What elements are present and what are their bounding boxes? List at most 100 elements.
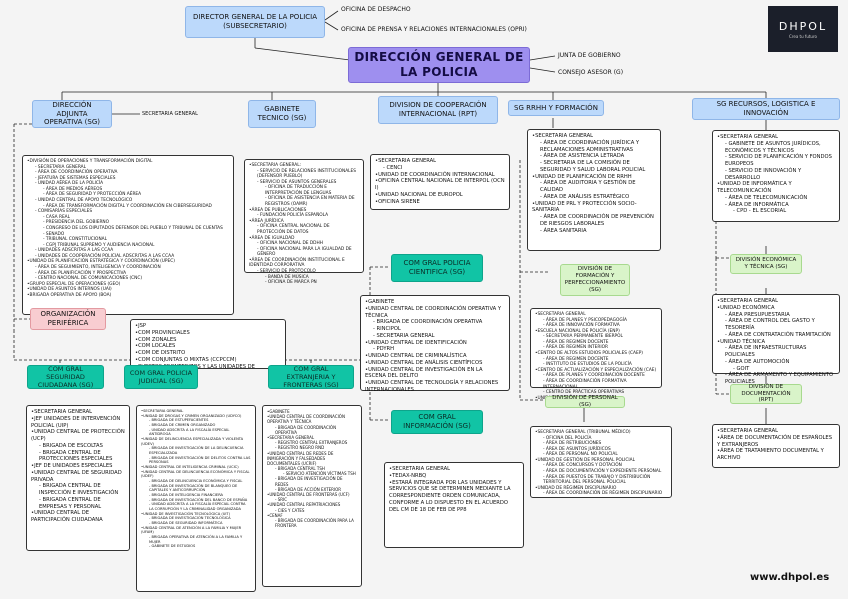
cientifica-item: UNIDAD CENTRAL DE IDENTIFICACIÓN <box>365 340 505 347</box>
dao-item: GRUPO ESPECIAL DE OPERACIONES (GEO) <box>27 282 229 288</box>
dao-header: DIRECCIÓN ADJUNTA OPERATIVA (SG) <box>32 100 112 128</box>
ciudadana-list: SECRETARIA GENERALJEF UNIDADES DE INTERV… <box>26 405 130 551</box>
periferica-list: JSPCOM PROVINCIALESCOM ZONALESCOM LOCALE… <box>130 319 286 376</box>
consejo-asesor-label: CONSEJO ASESOR (G) <box>558 69 624 76</box>
extranjeria-item: BRIGADA DE INVESTIGACIÓN DE REDES <box>267 476 357 486</box>
logistica-header: SG RECURSOS, LOGISTICA E INNOVACIÓN <box>692 98 840 120</box>
formacion-item: ÁREA DE REGIMEN INTERIOR <box>535 345 657 351</box>
main-title: DIRECCIÓN GENERAL DE LA POLICIA <box>354 50 524 79</box>
personal-item: ÁREA DE PUESTOS DE TRABAJO Y DISTRIBUCIÓ… <box>535 475 667 486</box>
documentacion-item: SECRETARIA GENERAL <box>717 428 835 435</box>
logistica-item: SECRETARIA GENERAL <box>717 134 835 141</box>
website-label: www.dhpol.es <box>750 572 830 583</box>
judicial-item: BRIGADA DE INVESTIGACIÓN DE LA DELINCUEN… <box>141 446 251 455</box>
cientifica-item: SECRETARIA GENERAL <box>365 333 505 340</box>
judicial-item: BRIGADA DE INVESTIGACIÓN DE DELITOS CONT… <box>141 456 251 465</box>
gabinete-item: OFICINA NACIONAL PARA LA IGUALDAD DE GÉN… <box>249 247 359 258</box>
formacion-item: ÁREA DE REGIMEN DOCENTE <box>535 357 657 363</box>
formacion-item: CENTRO DE ACTUALIZACIÓN Y ESPECIALIZACIÓ… <box>535 368 657 374</box>
judicial-item: UNIDAD CENTRAL DE ATENCIÓN A LA FAMILIA … <box>141 526 251 535</box>
periferica-item: COM ZONALES <box>135 337 281 344</box>
extranjeria-header: COM GRAL EXTRANJERIA Y FRONTERAS (SG) <box>268 365 354 389</box>
judicial-item: BRIGADA DE CRIMEN ORGANIZADO <box>141 423 251 428</box>
judicial-header: COM GRAL POLICIA JUDICIAL (SG) <box>124 365 198 389</box>
formacion-item: SECRETARIA PERMANENTE IBERPOL <box>535 334 657 340</box>
extranjeria-item: UNIDAD CENTRAL DE COORDINACIÓN OPERATIVA… <box>267 414 357 424</box>
formacion-item: ÁREA DE PLANES Y PSICOPEDAGOGÍA <box>535 318 657 324</box>
judicial-list: SECRETARIA GENERALUNIDAD DE DROGAS Y CRI… <box>136 405 256 592</box>
dao-list: DIVISIÓN DE OPERACIONES Y TRANSFORMACIÓN… <box>22 155 234 315</box>
formacion-item: ÁREA DE COORDINACIÓN FORMATIVA INTERNACI… <box>535 379 657 390</box>
personal-item: SECRETARIA GENERAL (TRIBUNAL MÉDICO) <box>535 430 667 436</box>
cientifica-item: UNIDAD CENTRAL DE ANÁLISIS CIENTÍFICOS <box>365 360 505 367</box>
gabinete-item: OFICINA DE TRADUCCIÓN E INTERPRETACIÓN D… <box>249 185 359 196</box>
gabinete-item: ÁREA DE COORDINACIÓN INSTITUCIONAL E IDE… <box>249 258 359 269</box>
gabinete-item: OFICINA DE ASISTENCIA EN MATERIA DE REGI… <box>249 196 359 207</box>
oficina-despacho-label: OFICINA DE DESPACHO <box>341 6 411 13</box>
cientifica-item: UNIDAD CENTRAL DE INVESTIGACIÓN EN LA ES… <box>365 367 505 381</box>
logistica-item: ÁREA DE INFORMÁTICA <box>717 202 835 209</box>
logo-name: DHPOL <box>778 19 828 33</box>
logistica-item: CPD - EL ESCORIAL <box>717 208 835 215</box>
extranjeria-item: BRIGADA CENTRAL TSH <box>267 466 357 471</box>
dao-item: BRIGADA OPERATIVA DE APOYO (BOA) <box>27 293 229 299</box>
dao-item: ÁREA DE SEGUIMIENTO, INTELIGENCIA Y COOR… <box>27 265 229 271</box>
personal-header: DIVISIÓN DE PERSONAL (SG) <box>545 395 625 408</box>
economica-item: ÁREA DE ARMAMENTO Y EQUIPAMIENTO POLICIA… <box>717 372 835 386</box>
judicial-item: UNIDAD CENTRAL DE INTELIGENCIA CRIMINAL … <box>141 465 251 470</box>
cooperacion-item: OFICINA SIRENE <box>375 199 505 206</box>
periferica-item: COM PROVINCIALES <box>135 330 281 337</box>
judicial-item: BRIGADA DE INTELIGENCIA FINANCIERA <box>141 493 251 498</box>
judicial-item: SECRETARIA GENERAL <box>141 409 251 414</box>
extranjeria-item: REGISTRO CENTRAL EXTRANJEROS <box>267 440 357 445</box>
extranjeria-item: SECRETARIA GENERAL <box>267 435 357 440</box>
periferica-item: COM DE DISTRITO <box>135 350 281 357</box>
dao-secretaria-label: SECRETARIA GENERAL <box>142 111 198 117</box>
cooperacion-item: CENCI <box>375 165 505 172</box>
cientifica-item: BRIGADA DE COORDINACIÓN OPERATIVA <box>365 319 505 326</box>
extranjeria-item: BRIGADA DE ACCIÓN EXTERIOR <box>267 487 357 492</box>
judicial-item: UNIDAD DE INVESTIGACIÓN TECNOLÓGICA (UIT… <box>141 512 251 517</box>
gabinete-list: SECRETARIA GENERAL:SERVICIO DE RELACIONE… <box>244 159 364 285</box>
formacion-list: SECRETARIA GENERALÁREA DE PLANES Y PSICO… <box>530 308 662 401</box>
cooperacion-list: SECRETARIA GENERALCENCIUNIDAD DE COORDIN… <box>370 154 510 210</box>
ciudadana-item: BRIGADA CENTRAL DE INSPECCIÓN E INVESTIG… <box>31 483 125 497</box>
logistica-item: SERVICIO DE PLANIFICACIÓN Y FONDOS EUROP… <box>717 154 835 168</box>
dao-item: SENADO <box>27 232 229 238</box>
dao-item: ÁREA DE MEDIOS AÉREOS <box>27 187 229 193</box>
extranjeria-item: GABINETE <box>267 409 357 414</box>
formacion-item: INSTITUTO DE ESTUDIOS DE LA POLICÍA <box>535 362 657 368</box>
cientifica-header: COM GRAL POLICIA CIENTIFICA (SG) <box>391 254 483 282</box>
dao-item: UNIDAD CENTRAL DE APOYO TECNOLÓGICO <box>27 198 229 204</box>
rrhh-item: ÁREA DE COORDINACIÓN JURÍDICA Y RECLAMAC… <box>532 140 656 154</box>
documentacion-header: DIVISIÓN DE DOCUMENTACIÓN (RPT) <box>730 384 802 404</box>
extranjeria-item: CIES Y CATES <box>267 508 357 513</box>
gabinete-item: SECRETARIA GENERAL: <box>249 163 359 169</box>
rrhh-item: UNIDAD DE PLANIFICACIÓN DE RRHH <box>532 174 656 181</box>
cooperacion-item: UNIDAD NACIONAL DE EUROPOL <box>375 192 505 199</box>
formacion-item: ÁREA DE INNOVACIÓN FORMATIVA <box>535 323 657 329</box>
logistica-item: SERVICIO DE INNOVACIÓN Y DESARROLLO <box>717 168 835 182</box>
cientifica-item: UNIDAD CENTRAL DE CRIMINALÍSTICA <box>365 353 505 360</box>
gabinete-item: SERVICIO DE PROTOCOLO <box>249 269 359 275</box>
gabinete-item: ÁREA DE PUBLICACIONES <box>249 208 359 214</box>
cooperacion-item: SECRETARIA GENERAL <box>375 158 505 165</box>
logistica-item: UNIDAD DE INFORMÁTICA Y TELECOMUNICACIÓN <box>717 181 835 195</box>
formacion-item: SECRETARIA GENERAL <box>535 312 657 318</box>
ciudadana-item: JEF UNIDADES DE INTERVENCIÓN POLICIAL (U… <box>31 416 125 430</box>
cientifica-item: RINCIPOL <box>365 326 505 333</box>
dhpol-logo: DHPOL Crea tu futuro <box>768 6 838 52</box>
gabinete-item: SERVICIO DE RELACIONES INSTITUCIONALES (… <box>249 169 359 180</box>
informacion-list: SECRETARIA GENERALTEDAX-NRBQESTARÁ INTEG… <box>384 462 524 548</box>
informacion-item: SECRETARIA GENERAL <box>389 466 519 473</box>
formacion-item: ESCUELA NACIONAL DE POLICÍA (ENP) <box>535 329 657 335</box>
economica-item: ÁREA DE CONTRATACIÓN TRAMITACIÓN <box>717 332 835 339</box>
personal-item: OFICINA DEL POLICÍA <box>535 436 667 442</box>
cientifica-item: PDYRH <box>365 346 505 353</box>
gabinete-item: OFICINA DE MARCA PN <box>249 280 359 286</box>
judicial-item: BRIGADA DE SEGURIDAD INFORMÁTICA <box>141 521 251 526</box>
economica-item: ÁREA DE CONTROL DEL GASTO Y TESORERÍA <box>717 318 835 332</box>
extranjeria-list: GABINETEUNIDAD CENTRAL DE COORDINACIÓN O… <box>262 405 362 587</box>
gabinete-item: SERVICIO DE ASUNTOS GENERALES <box>249 180 359 186</box>
logistica-list: SECRETARIA GENERALGABINETE DE ASUNTOS JU… <box>712 130 840 222</box>
